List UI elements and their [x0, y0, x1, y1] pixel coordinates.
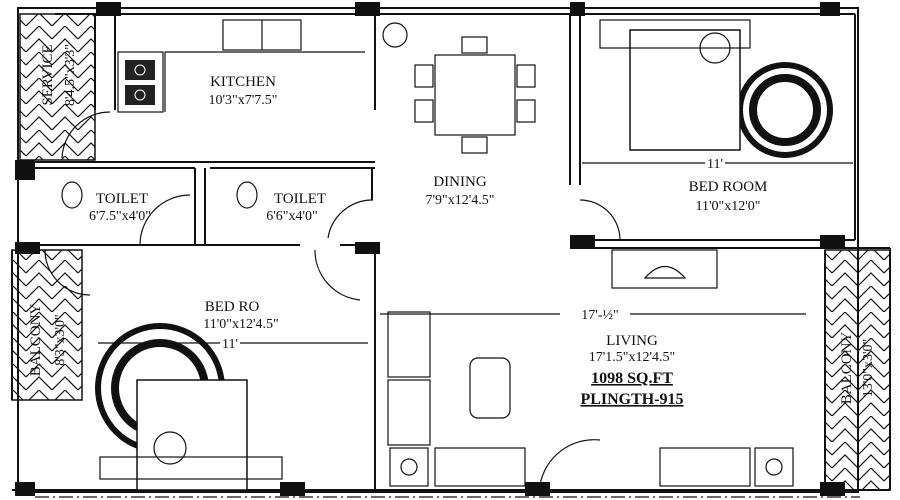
balcony-left-size: 8'3"x3'0"	[53, 314, 68, 365]
service-label: SERVICE	[40, 44, 56, 105]
bedroom2-size: 11'0"x12'4.5"	[203, 317, 278, 332]
dining-label: DINING	[433, 174, 486, 190]
dimension-lines	[98, 162, 853, 344]
bedroom1-dimension: 11'	[707, 157, 723, 172]
living-size: 17'1.5"x12'4.5"	[589, 350, 675, 365]
bedroom2-dimension: 11'	[222, 337, 238, 352]
dining-table	[414, 36, 536, 154]
kitchen-fixtures	[117, 19, 408, 113]
toilet-fixtures	[61, 181, 258, 209]
toilet2-label: TOILET	[274, 191, 326, 207]
toilet2-size: 6'6"x4'0"	[266, 209, 317, 224]
bedroom1-size: 11'0"x12'0"	[696, 199, 761, 214]
bed-top-right	[599, 19, 833, 158]
plinth-label: PLINGTH-915	[580, 391, 683, 408]
kitchen-label: KITCHEN	[210, 74, 276, 90]
balcony-right-size: 13'0"x3'0"	[861, 339, 876, 397]
living-furniture	[387, 249, 794, 487]
bedroom1-label: BED ROOM	[689, 179, 768, 195]
balcony-left	[11, 249, 83, 401]
living-dimension: 17'-½"	[581, 308, 618, 323]
doors[interactable]	[44, 111, 621, 486]
balcony-right-label: BALCONY	[839, 332, 855, 405]
toilet1-label: TOILET	[96, 191, 148, 207]
balcony-left-label: BALCONY	[28, 304, 44, 377]
area-label: 1098 SQ.FT	[591, 370, 673, 387]
service-size: 8'4.5"x3'3"	[63, 44, 78, 106]
bedroom2-label: BED RO	[205, 299, 260, 315]
kitchen-size: 10'3"x7'7.5"	[209, 93, 278, 108]
toilet1-size: 6'7.5"x4'0"	[89, 209, 151, 224]
service-area	[19, 13, 96, 161]
bed-bottom-left	[95, 323, 283, 491]
dining-size: 7'9"x12'4.5"	[426, 193, 495, 208]
columns	[15, 2, 845, 496]
living-label: LIVING	[606, 333, 658, 349]
